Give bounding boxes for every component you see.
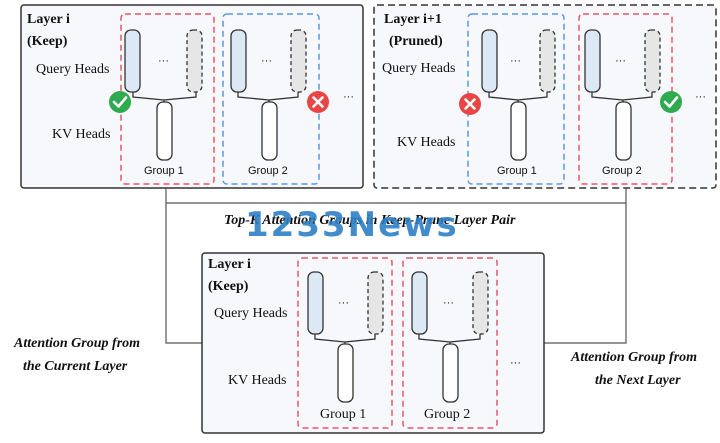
annotation-next-layer-line1: Attention Group from	[570, 350, 697, 365]
group-label: Group 2	[248, 165, 288, 177]
check-circle-icon	[660, 91, 682, 113]
query-head	[124, 29, 141, 93]
connector	[314, 334, 376, 344]
query-head	[481, 29, 498, 93]
kv-head	[261, 101, 278, 161]
group-label: Group 1	[144, 165, 184, 177]
group-frame-selected	[402, 257, 498, 429]
group-label: Group 2	[424, 407, 470, 422]
group-1: ··· Group 1	[297, 257, 393, 429]
group-label: Group 1	[497, 165, 537, 177]
pair-caption: Top-K Attention Groups in Keep-Prune Lay…	[224, 213, 516, 228]
ellipsis: ···	[510, 55, 521, 67]
layer-label: Layer i+1	[384, 12, 442, 27]
ellipsis: ···	[443, 297, 454, 309]
query-head-hidden	[367, 271, 384, 335]
ellipsis: ···	[343, 91, 354, 103]
annotation-next-layer-line2: the Next Layer	[595, 373, 681, 388]
panel-layer-i-keep-top: Layer i (Keep) Query Heads KV Heads ··· …	[20, 4, 364, 189]
query-head-hidden	[472, 271, 489, 335]
x-circle-icon	[307, 91, 329, 113]
connector	[237, 92, 299, 102]
kv-head	[337, 343, 354, 403]
query-head-hidden	[644, 29, 661, 93]
ellipsis: ···	[695, 91, 706, 103]
connector	[132, 92, 197, 102]
watermark: 1233News	[245, 205, 459, 245]
group-label: Group 1	[320, 407, 366, 422]
kv-heads-label: KV Heads	[397, 135, 455, 150]
layer-label: Layer i	[208, 257, 251, 272]
ellipsis: ···	[338, 297, 349, 309]
ellipsis: ···	[261, 55, 272, 67]
query-heads-label: Query Heads	[36, 62, 109, 77]
query-heads-label: Query Heads	[214, 306, 287, 321]
ellipsis: ···	[615, 55, 626, 67]
group-2: ··· Group 2	[402, 257, 498, 429]
group-1: ··· Group 1	[467, 13, 565, 185]
annotation-current-layer-line2: the Current Layer	[23, 359, 128, 374]
connector	[488, 92, 548, 102]
query-heads-label: Query Heads	[382, 61, 455, 76]
kv-head	[442, 343, 459, 403]
query-head	[230, 29, 247, 93]
group-1: ··· Group 1	[120, 13, 215, 185]
annotation-current-layer-line1: Attention Group from	[13, 336, 140, 351]
x-circle-icon	[459, 93, 481, 115]
kv-heads-label: KV Heads	[228, 373, 286, 388]
layer-status: (Keep)	[208, 279, 249, 294]
layer-status: (Keep)	[27, 34, 68, 49]
ellipsis: ···	[510, 357, 521, 369]
kv-head	[510, 101, 527, 161]
query-head-hidden	[290, 29, 307, 93]
connector	[591, 92, 653, 102]
query-head	[411, 271, 428, 335]
layer-label: Layer i	[27, 12, 70, 27]
kv-head	[615, 101, 632, 161]
ellipsis: ···	[158, 55, 169, 67]
check-circle-icon	[109, 91, 131, 113]
bracket-line	[165, 188, 627, 204]
panel-layer-i-keep-bottom: Layer i (Keep) Query Heads KV Heads ··· …	[201, 252, 545, 434]
group-frame-unselected	[467, 13, 565, 185]
kv-head	[156, 101, 173, 161]
layer-status: (Pruned)	[389, 34, 443, 49]
group-frame-selected	[297, 257, 393, 429]
query-head-hidden	[186, 29, 203, 93]
query-head	[584, 29, 601, 93]
query-head-hidden	[539, 29, 556, 93]
connector	[418, 334, 481, 344]
query-head	[307, 271, 324, 335]
panel-layer-i-plus-1-pruned: Layer i+1 (Pruned) Query Heads KV Heads …	[373, 4, 717, 189]
group-label: Group 2	[602, 165, 642, 177]
kv-heads-label: KV Heads	[52, 127, 110, 142]
